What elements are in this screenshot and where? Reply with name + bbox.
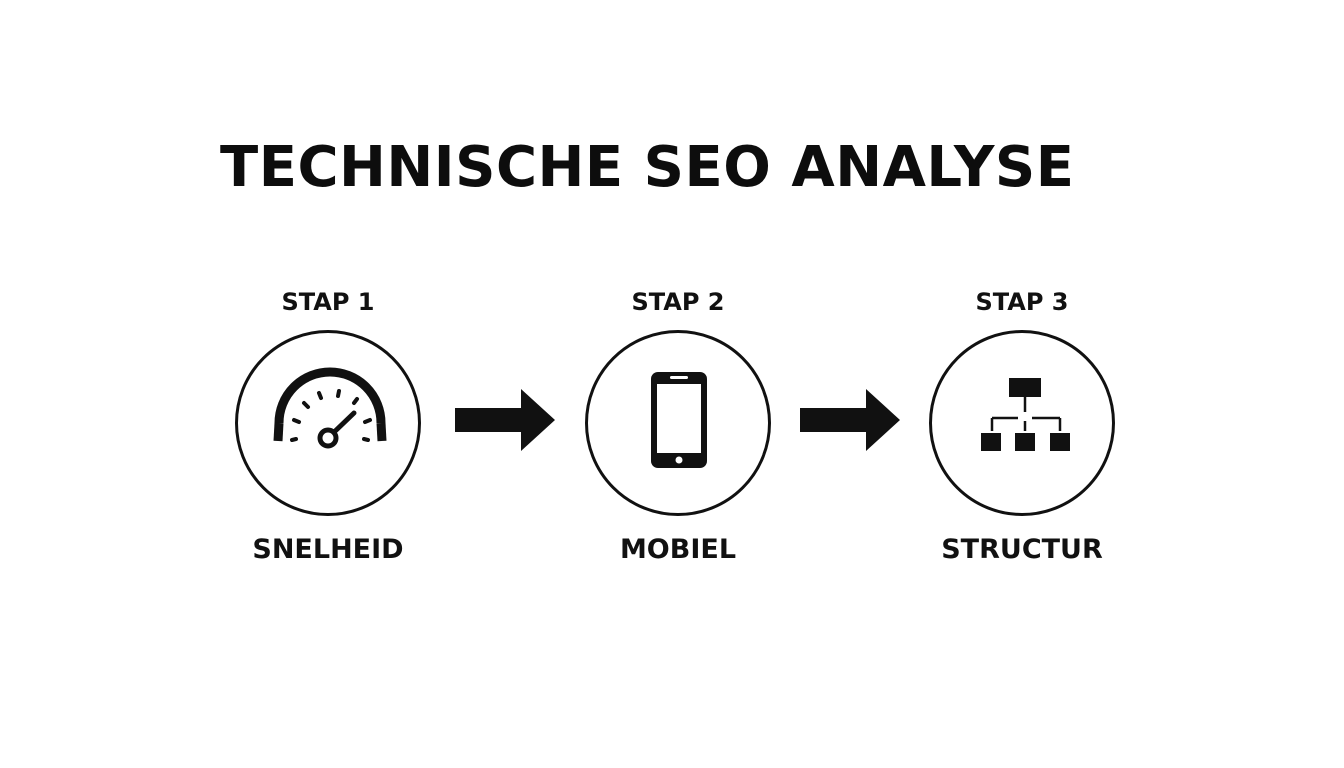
step-2: STAP 2 MOBIEL <box>558 280 798 580</box>
smartphone-icon <box>651 372 707 468</box>
step-2-label: STAP 2 <box>631 288 725 316</box>
step-3-caption: STRUCTUR <box>941 534 1103 565</box>
step-1-circle <box>235 330 421 516</box>
step-1: STAP 1 SNELHEID <box>208 280 448 580</box>
step-3-label: STAP 3 <box>975 288 1069 316</box>
arrow-right-icon <box>800 389 900 451</box>
sitemap-icon <box>981 378 1070 451</box>
step-1-label: STAP 1 <box>281 288 375 316</box>
arrow-right-icon <box>455 389 555 451</box>
page-title: TECHNISCHE SEO ANALYSE <box>220 135 1075 200</box>
step-3: STAP 3 STRUCTUR <box>902 280 1142 580</box>
speedometer-icon <box>273 367 387 449</box>
step-2-caption: MOBIEL <box>619 534 737 565</box>
step-1-caption: SNELHEID <box>252 534 404 565</box>
step-3-circle <box>929 330 1115 516</box>
step-2-circle <box>585 330 771 516</box>
